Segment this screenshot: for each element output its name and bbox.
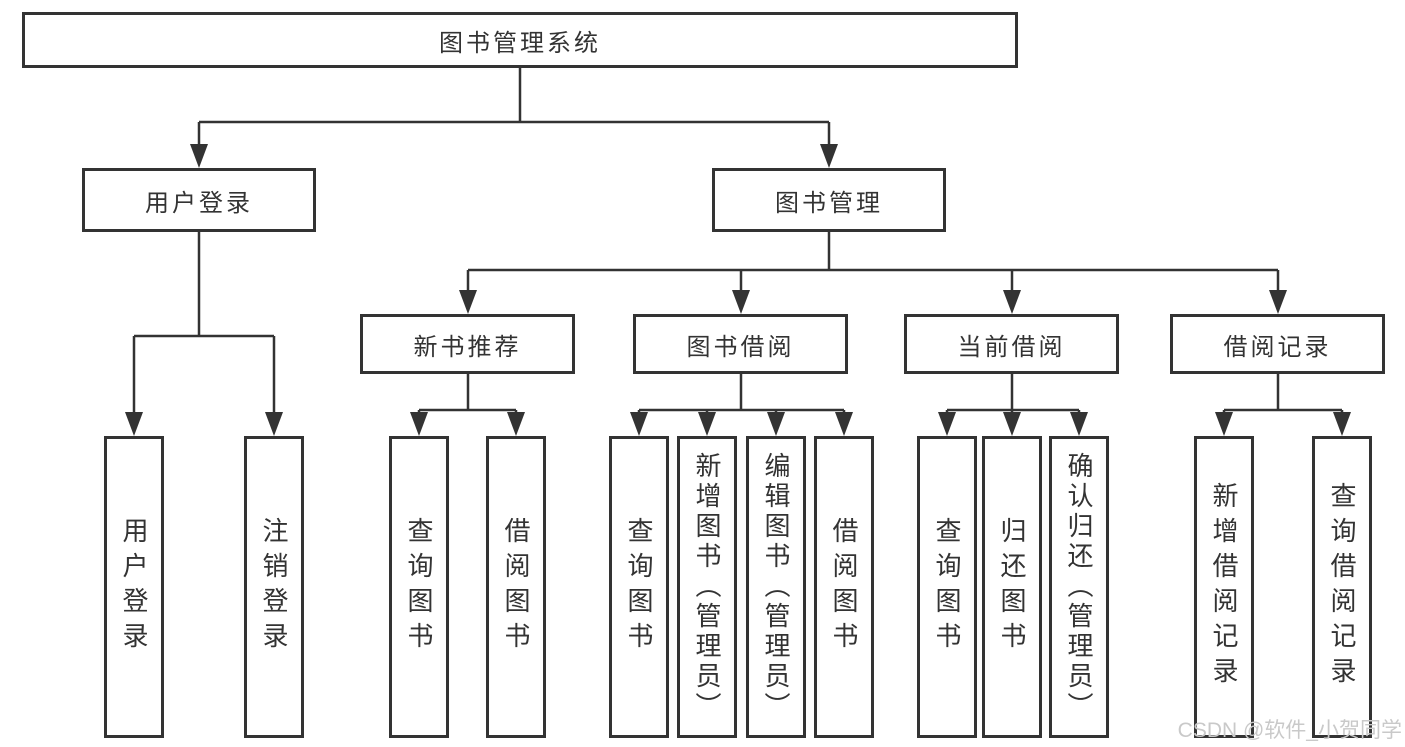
- edge-borrow-records-children: [1215, 374, 1351, 436]
- edge-book-borrow-children: [630, 374, 853, 436]
- node-user-login: 用户登录: [82, 168, 316, 232]
- edge-new-book-rec-children: [410, 374, 525, 436]
- leaf-add-books-admin: 新增图书（管理员）: [677, 436, 737, 738]
- leaf-edit-books-admin: 编辑图书（管理员）: [746, 436, 806, 738]
- edge-root-children: [190, 68, 838, 168]
- leaf-query-books-1: 查询图书: [389, 436, 449, 738]
- leaf-borrow-books-1: 借阅图书: [486, 436, 546, 738]
- leaf-add-borrow-record: 新增借阅记录: [1194, 436, 1254, 738]
- leaf-logout: 注销登录: [244, 436, 304, 738]
- leaf-borrow-books-2: 借阅图书: [814, 436, 874, 738]
- node-root-book-management-system: 图书管理系统: [22, 12, 1018, 68]
- leaf-user-login: 用户登录: [104, 436, 164, 738]
- node-book-borrowing: 图书借阅: [633, 314, 848, 374]
- node-book-management: 图书管理: [712, 168, 946, 232]
- node-borrowing-records: 借阅记录: [1170, 314, 1385, 374]
- node-new-book-recommend: 新书推荐: [360, 314, 575, 374]
- csdn-watermark: CSDN @软件_小贺同学: [1177, 719, 1402, 742]
- edge-book-mgmt-children: [459, 232, 1287, 314]
- leaf-query-borrow-record: 查询借阅记录: [1312, 436, 1372, 738]
- leaf-return-books: 归还图书: [982, 436, 1042, 738]
- node-current-borrowing: 当前借阅: [904, 314, 1119, 374]
- leaf-query-books-2: 查询图书: [609, 436, 669, 738]
- leaf-confirm-return-admin: 确认归还（管理员）: [1049, 436, 1109, 738]
- edge-current-borrow-children: [938, 374, 1088, 436]
- edge-user-login-children: [125, 232, 283, 436]
- leaf-query-books-3: 查询图书: [917, 436, 977, 738]
